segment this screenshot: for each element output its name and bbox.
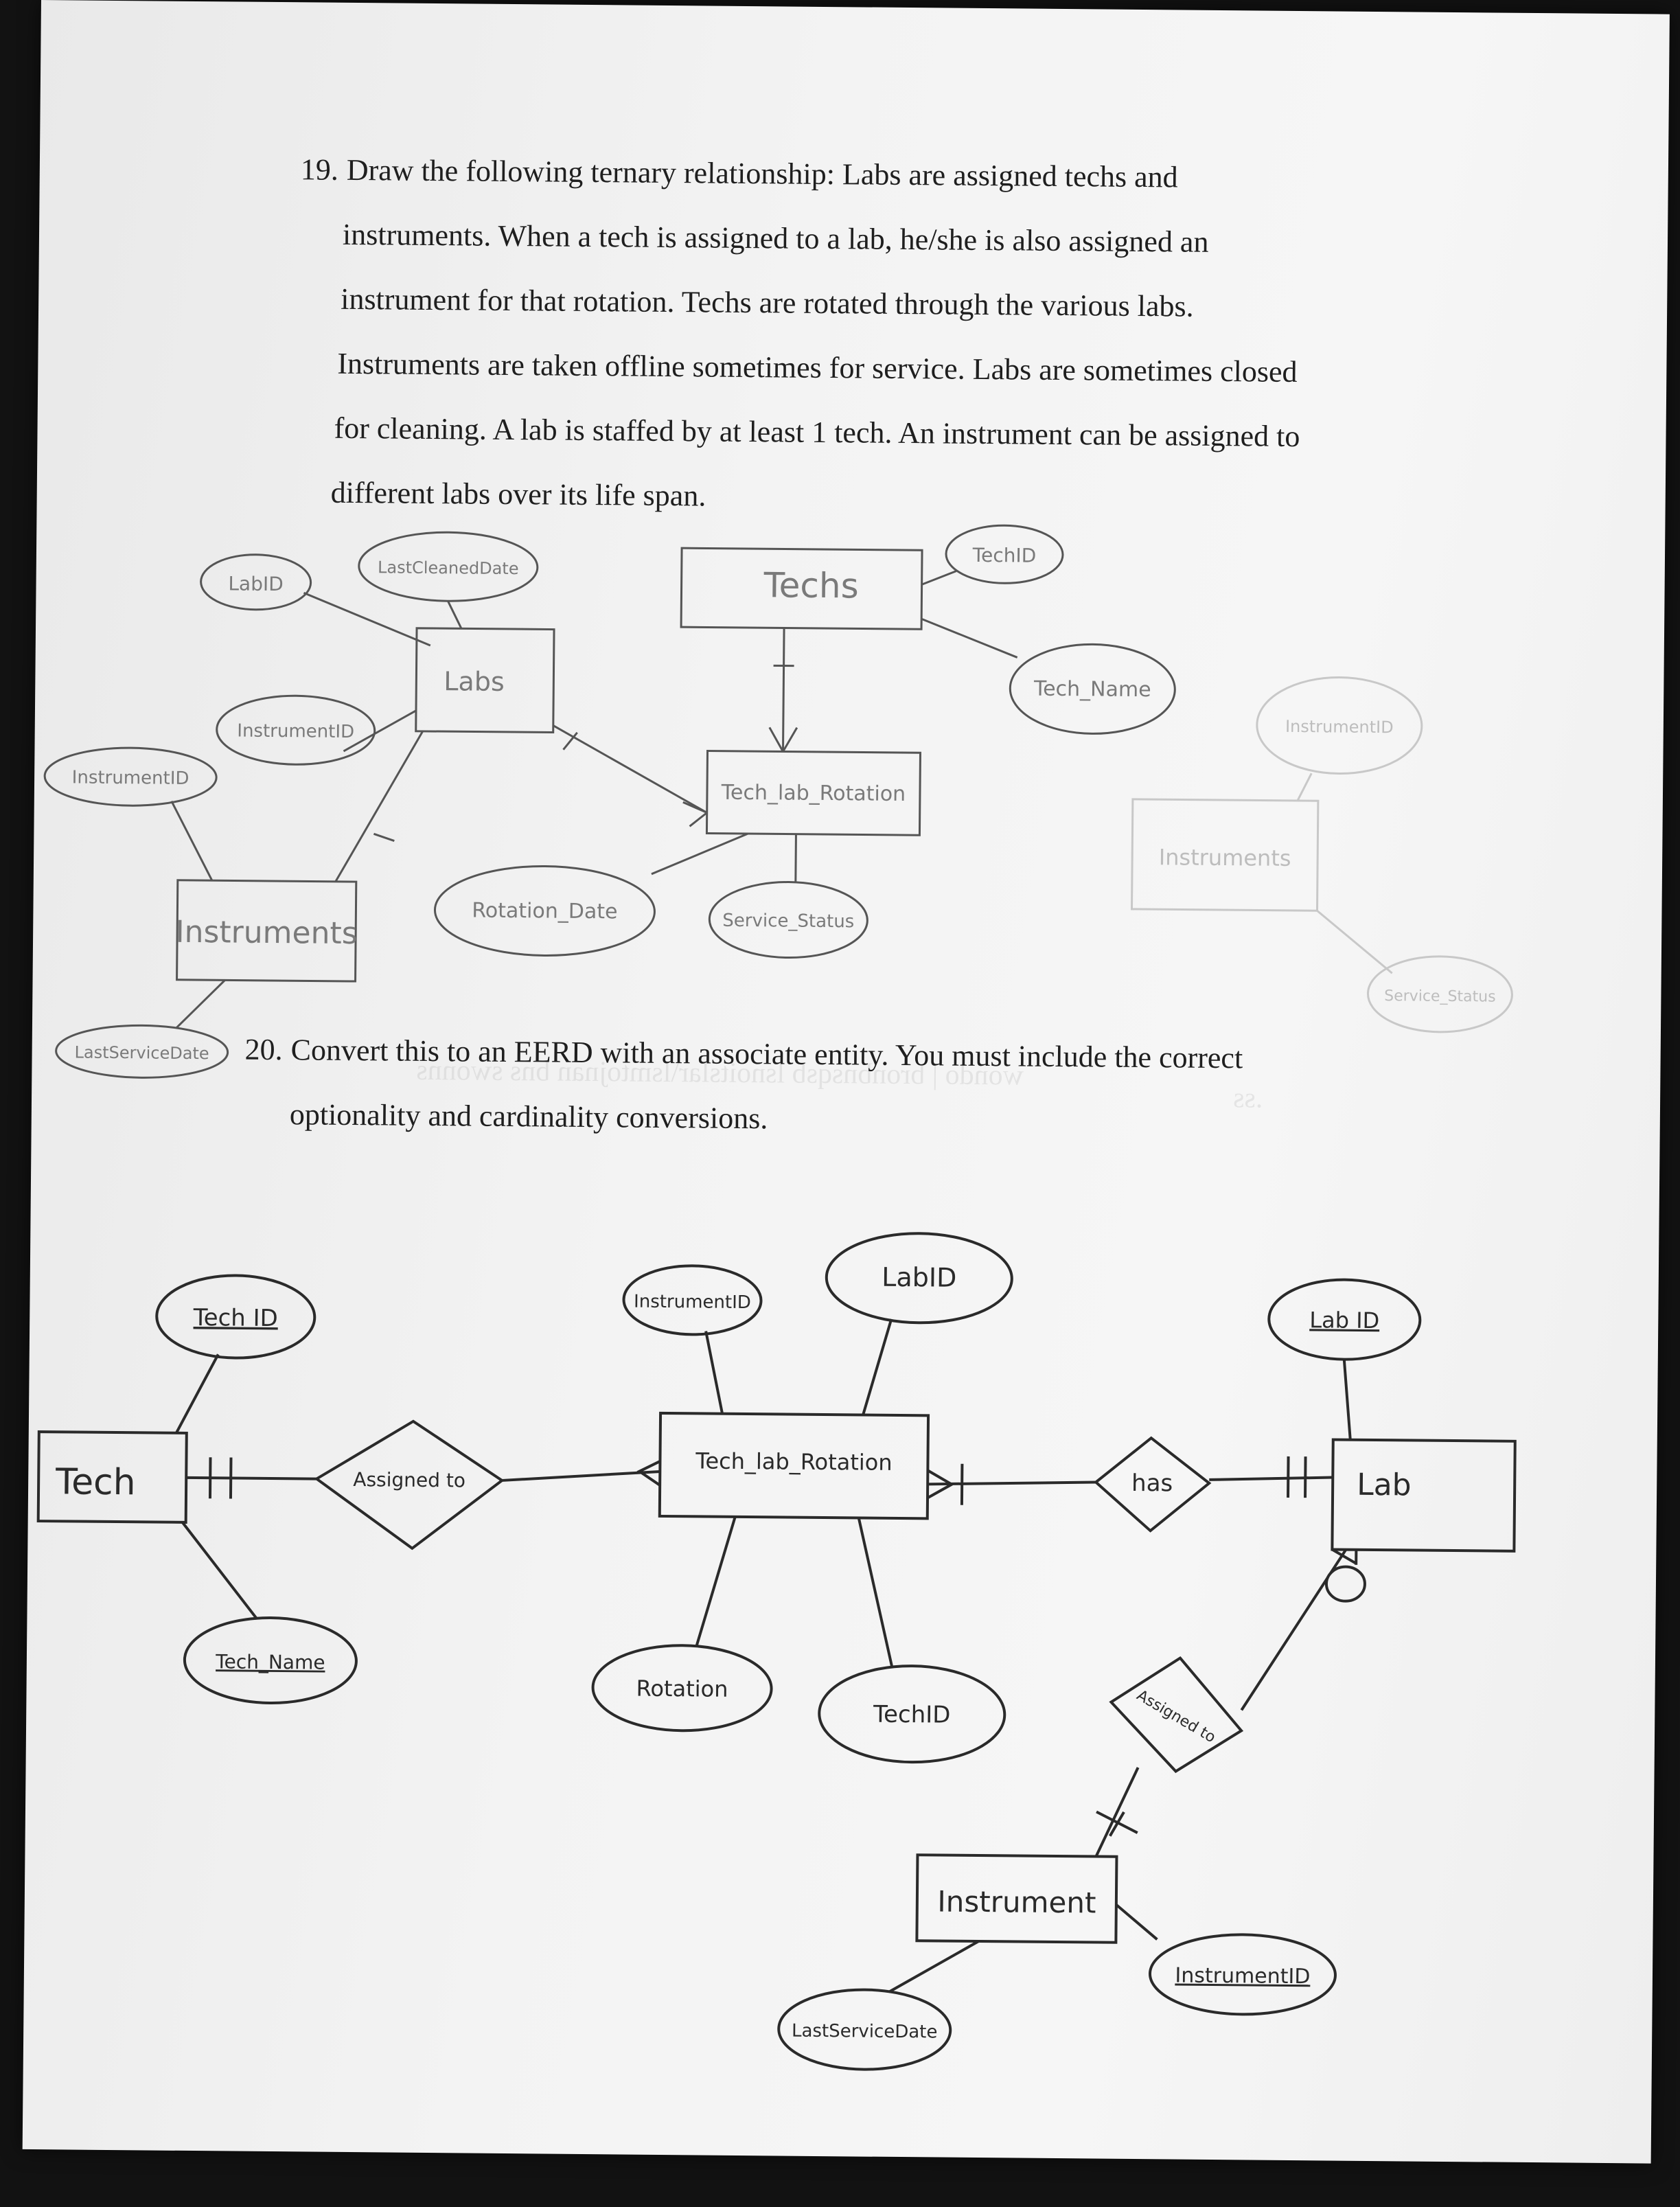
lab-id-label: LabID — [228, 572, 284, 595]
tech-id-attr — [945, 524, 1064, 584]
tech-lab-rotation-entity — [705, 749, 921, 836]
last-service-date-attr-2 — [777, 1988, 952, 2071]
instrument-id-label-b: InstrumentID — [72, 767, 189, 788]
assigned-to-label-2: Assigned to — [1134, 1687, 1218, 1747]
erased-instruments-group — [1130, 676, 1513, 1033]
tech-name-label: Tech_Name — [1033, 677, 1151, 702]
labs-entity — [415, 627, 555, 734]
instrument-id-attr — [622, 1264, 763, 1336]
instruments-entity — [176, 879, 358, 983]
tech-name-label-2: Tech_Name — [215, 1650, 325, 1673]
last-cleaned-date-label: LastCleanedDate — [378, 558, 519, 578]
last-service-date-label-2: LastServiceDate — [792, 2021, 938, 2043]
lab-id-attr — [200, 553, 312, 611]
rotation-attr — [591, 1644, 773, 1733]
lab-id-label-2: LabID — [882, 1262, 956, 1293]
instruments-label: Instruments — [175, 915, 357, 951]
instrument-id-attr-a — [216, 694, 376, 766]
rotation-attr-label: Rotation — [636, 1676, 728, 1702]
optional-circle — [1324, 1565, 1366, 1603]
rotation-label-2: Tech_lab_Rotation — [695, 1448, 893, 1476]
rotation-date-attr — [433, 865, 656, 957]
service-status-label: Service_Status — [722, 911, 854, 933]
rotation-date-label: Rotation_Date — [472, 899, 617, 924]
techs-entity — [680, 547, 923, 630]
tech-label: Tech — [55, 1461, 136, 1503]
has-relationship — [1094, 1436, 1212, 1533]
last-service-date-label: LastServiceDate — [74, 1042, 209, 1063]
tech-id-pk-attr — [155, 1274, 317, 1360]
labs-label: Labs — [444, 666, 505, 697]
instrument-id-label: InstrumentID — [634, 1292, 751, 1313]
diagram-1 — [43, 524, 1513, 1079]
lab-id-pk-label: Lab ID — [1309, 1307, 1379, 1334]
last-service-date-attr — [55, 1024, 229, 1079]
techs-label: Techs — [763, 565, 859, 606]
service-status-attr — [708, 881, 868, 959]
tech-id-attr-2 — [818, 1665, 1006, 1764]
tech-id-label: TechID — [972, 544, 1037, 567]
instrument-label: Instrument — [937, 1884, 1096, 1919]
lab-label: Lab — [1357, 1467, 1412, 1503]
instrument-id-label-a: InstrumentID — [237, 721, 354, 742]
diagram-2 — [36, 1232, 1517, 2071]
erased-instrument-id-label: InstrumentID — [1285, 717, 1394, 737]
assigned-to-label: Assigned to — [353, 1468, 465, 1491]
lab-id-attr-2 — [825, 1232, 1013, 1325]
instrument-entity — [915, 1853, 1118, 1944]
has-label: has — [1131, 1470, 1173, 1498]
erased-instruments-entity — [1130, 798, 1320, 912]
assigned-to-relationship-2 — [1109, 1656, 1244, 1774]
instrument-id-attr-b — [43, 746, 218, 807]
tech-id-pk-label: Tech ID — [193, 1304, 279, 1332]
tech-id-label-2: TechID — [873, 1701, 951, 1729]
tech-lab-rotation-entity-2 — [658, 1411, 930, 1520]
erased-instruments-label: Instruments — [1159, 844, 1291, 871]
tech-name-attr-2 — [183, 1616, 358, 1705]
lab-entity — [1331, 1438, 1517, 1553]
erased-service-status-attr — [1366, 955, 1513, 1033]
tech-name-attr — [1009, 643, 1176, 735]
rotation-label-1: Tech_lab_Rotation — [721, 781, 906, 806]
hand-drawn-diagrams: LabID LastCleanedDate TechID Tech_Name T… — [36, 524, 1517, 2071]
worksheet-page: wondo | bronbnsqsb lsnoitslar\lsmtojnan … — [22, 0, 1670, 2164]
instrument-id-pk-attr — [1148, 1933, 1337, 2016]
erased-instrument-id-attr — [1256, 676, 1423, 775]
instrument-id-pk-label: InstrumentID — [1175, 1964, 1310, 1989]
erased-service-status-label: Service_Status — [1384, 987, 1496, 1005]
